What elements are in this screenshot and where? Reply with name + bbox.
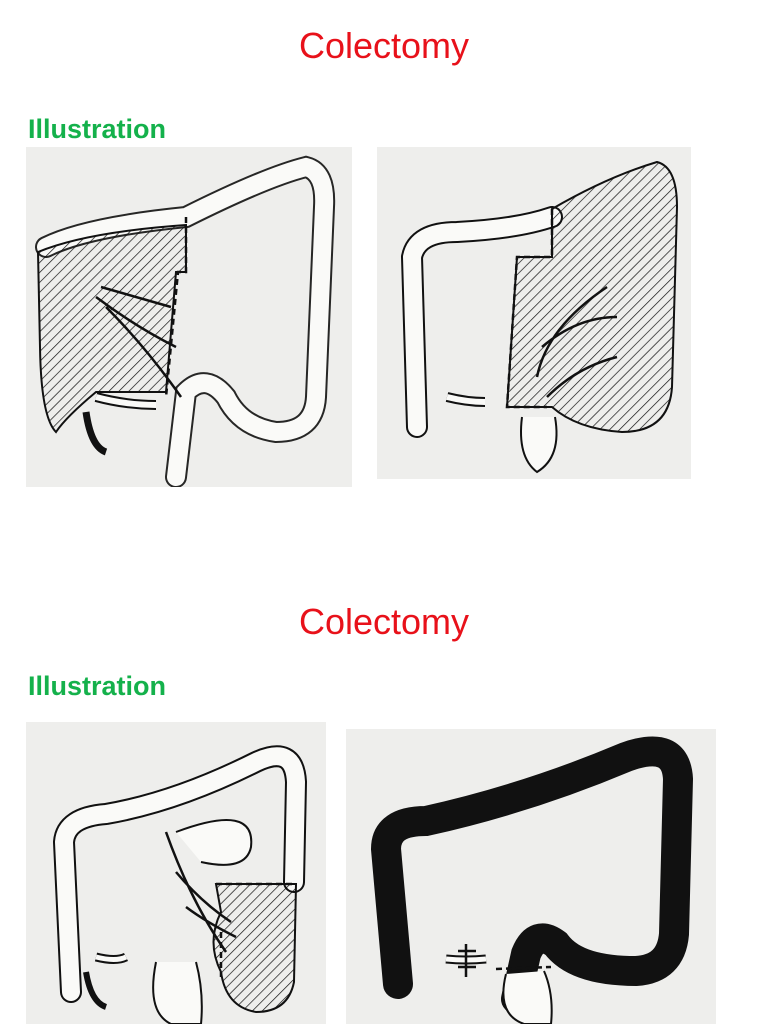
left-hemicolectomy-figure bbox=[377, 147, 691, 479]
slide-1-title: Colectomy bbox=[298, 25, 470, 66]
total-colectomy-figure bbox=[346, 729, 716, 1024]
slide-2-heading: Illustration bbox=[28, 671, 167, 701]
slide-1-heading: Illustration bbox=[28, 114, 167, 144]
right-hemicolectomy-figure bbox=[26, 147, 352, 487]
sigmoid-colectomy-figure bbox=[26, 722, 326, 1024]
slide-2-title: Colectomy bbox=[298, 601, 470, 642]
